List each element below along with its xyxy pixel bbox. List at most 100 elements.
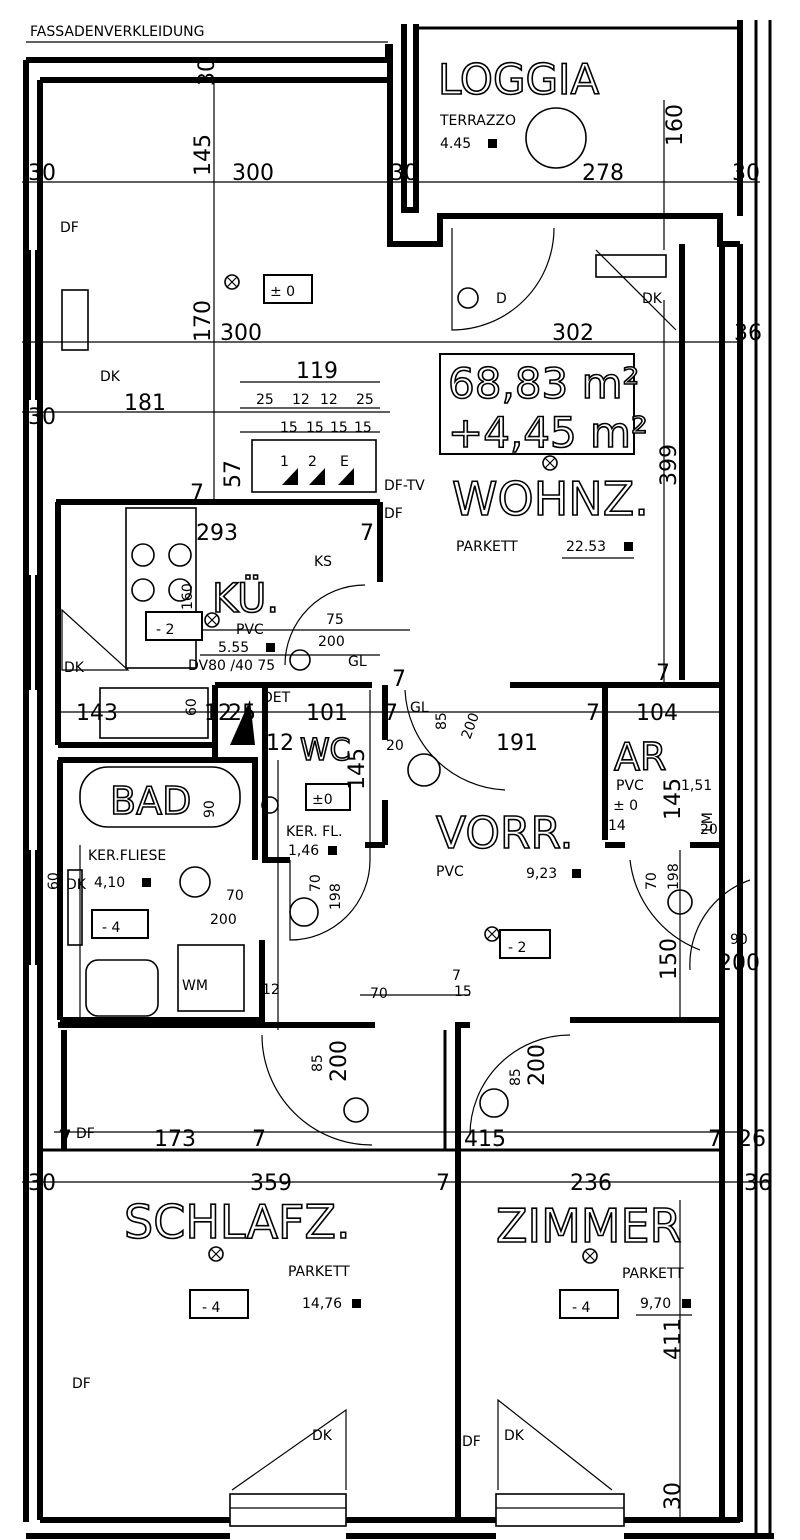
svg-text:236: 236 (570, 1171, 612, 1196)
wc-level-box (305, 783, 351, 811)
svg-text:20: 20 (700, 822, 718, 838)
svg-text:15: 15 (354, 420, 372, 436)
zimmer-name: ZIMMER (496, 1199, 681, 1253)
svg-text:30: 30 (28, 405, 56, 430)
dk-label-zimmer: DK (504, 1428, 525, 1444)
svg-text:7: 7 (708, 1127, 722, 1152)
vorr-level-box (499, 929, 551, 959)
schlafz-level: - 4 (202, 1300, 221, 1316)
schlafz-name: SCHLAFZ. (124, 1195, 351, 1249)
svg-text:302: 302 (552, 321, 594, 346)
df-label-2: DF (384, 506, 403, 522)
bad-name: BAD (110, 779, 191, 823)
det-label: DET (262, 690, 291, 706)
df-label-1: DF (60, 220, 79, 236)
ar-name: AR (614, 735, 666, 779)
ceiling-light-icon (204, 274, 598, 1264)
svg-text:7: 7 (656, 661, 670, 686)
svg-text:15: 15 (306, 420, 324, 436)
wohnz-name: WOHNZ. (452, 472, 649, 526)
d-label: D (496, 291, 507, 307)
svg-text:90: 90 (730, 932, 748, 948)
bad-level: - 4 (102, 920, 121, 936)
svg-text:191: 191 (496, 731, 538, 756)
washbasin-icon (85, 959, 159, 1017)
svg-text:85: 85 (434, 712, 450, 730)
svg-text:200: 200 (327, 1040, 352, 1082)
svg-text:26: 26 (738, 1127, 766, 1152)
dk-label-living: DK (642, 291, 663, 307)
dimension-lines (22, 80, 770, 1520)
wohnz-level: ± 0 (270, 284, 295, 300)
kueche-floor: PVC (236, 622, 264, 638)
outer-walls (23, 20, 774, 1539)
svg-text:7: 7 (252, 1127, 266, 1152)
bad-floor: KER.FLIESE (88, 848, 166, 864)
svg-text:200: 200 (210, 912, 237, 928)
svg-text:12: 12 (204, 701, 232, 726)
room-labels: LOGGIA TERRAZZO 4.45 68,83 m² +4,45 m² W… (88, 54, 712, 1319)
fixtures (79, 107, 693, 1264)
facade-label: FASSADENVERKLEIDUNG (30, 24, 205, 40)
dk-label-window: DK (100, 369, 121, 385)
svg-text:30: 30 (732, 161, 760, 186)
svg-text:200: 200 (459, 711, 483, 742)
svg-text:12: 12 (262, 982, 280, 998)
bath-drain-icon (179, 866, 211, 898)
switch-e: E (340, 454, 349, 470)
electrical-panel-icon (251, 439, 377, 493)
svg-text:60: 60 (184, 698, 200, 716)
bad-level-box (91, 909, 149, 939)
svg-text:70: 70 (370, 986, 388, 1002)
bottom-windows (229, 1493, 625, 1527)
df-label-5: DF (462, 1434, 481, 1450)
svg-text:200: 200 (525, 1044, 550, 1086)
gl-label-1: GL (348, 654, 367, 670)
svg-text:300: 300 (220, 321, 262, 346)
total-area-extra: +4,45 m² (448, 408, 648, 457)
svg-text:25: 25 (356, 392, 374, 408)
svg-text:36: 36 (734, 321, 762, 346)
svg-text:160: 160 (663, 104, 688, 146)
svg-text:70: 70 (226, 888, 244, 904)
loggia-table-icon (525, 107, 587, 169)
kueche-name: KÜ. (212, 574, 279, 622)
svg-text:75: 75 (326, 612, 344, 628)
loggia-name: LOGGIA (438, 55, 599, 104)
vorr-name: VORR. (436, 808, 574, 859)
misc-labels: D DK DK DK DK DK DK DF DF DF DF DF DF-TV… (60, 220, 716, 1450)
loggia-area: 4.45 (440, 136, 471, 152)
total-area-box (439, 353, 635, 455)
vorr-level: - 2 (508, 940, 526, 956)
svg-text:30: 30 (28, 161, 56, 186)
svg-text:30: 30 (28, 1171, 56, 1196)
svg-text:160: 160 (180, 583, 196, 610)
df-label-3: DF (76, 1126, 95, 1142)
ar-level: ± 0 (613, 798, 638, 814)
zimmer-area: 9,70 (640, 1296, 671, 1312)
svg-text:300: 300 (232, 161, 274, 186)
ar-area: 1,51 (681, 778, 712, 794)
svg-text:57: 57 (221, 460, 246, 488)
hall-light-icon (407, 753, 441, 787)
door-swings (61, 227, 751, 1491)
dk-label-bath: DK (66, 877, 87, 893)
switch-1: 1 (280, 454, 289, 470)
wc-floor: KER. FL. (286, 824, 342, 840)
svg-text:104: 104 (636, 701, 678, 726)
svg-text:7: 7 (452, 968, 461, 984)
zimmer-level: - 4 (572, 1300, 591, 1316)
svg-text:14: 14 (608, 818, 626, 834)
svg-text:12: 12 (266, 731, 294, 756)
schlafz-floor: PARKETT (288, 1264, 350, 1280)
svg-text:60: 60 (46, 872, 62, 890)
svg-text:7: 7 (384, 701, 398, 726)
svg-text:145: 145 (191, 134, 216, 176)
vorr-floor: PVC (436, 864, 464, 880)
svg-text:150: 150 (657, 938, 682, 980)
dimension-text: 30 145 300 30 30 278 30 160 170 300 302 … (28, 58, 772, 1510)
svg-text:20: 20 (386, 738, 404, 754)
svg-text:36: 36 (744, 1171, 772, 1196)
svg-text:198: 198 (666, 863, 682, 890)
stove-burner-icon (131, 543, 155, 567)
